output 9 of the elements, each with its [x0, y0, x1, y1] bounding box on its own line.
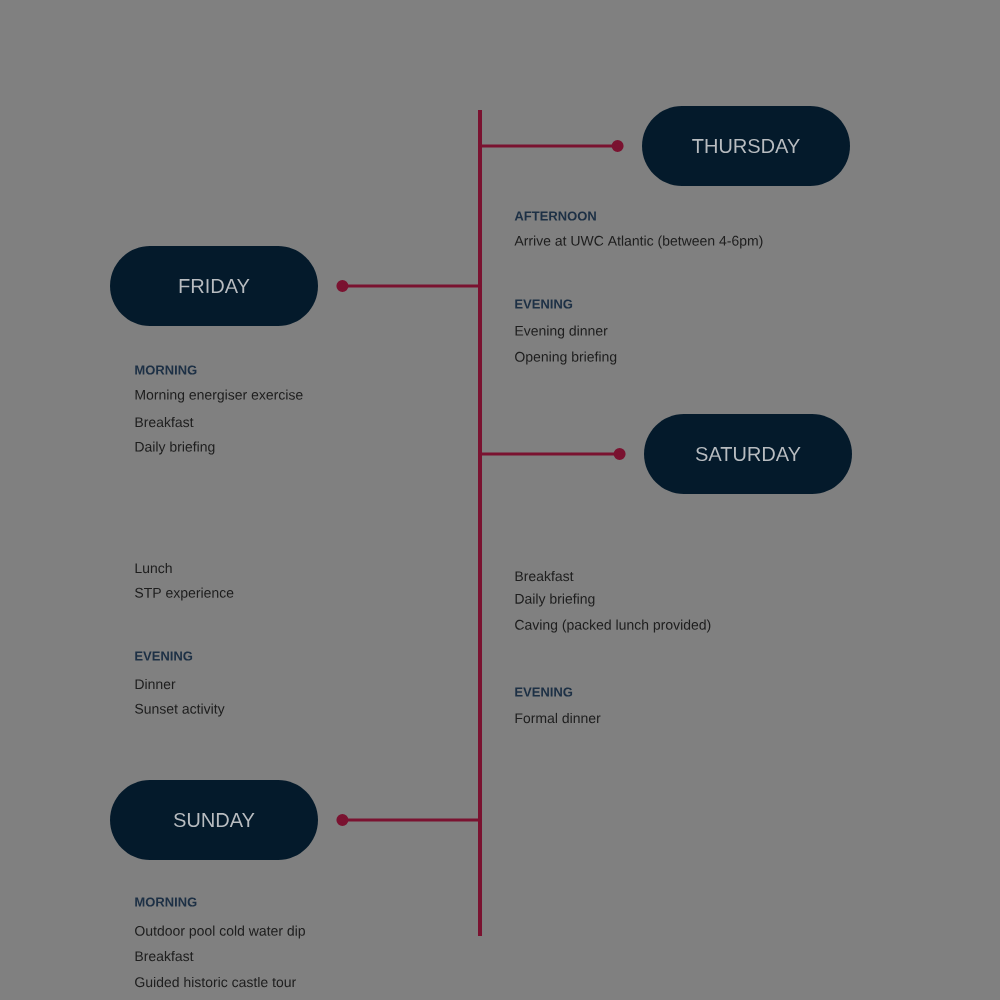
connector-line	[480, 140, 624, 152]
day-pill: THURSDAY	[642, 106, 850, 186]
day-pill: SATURDAY	[644, 414, 852, 494]
connector-line	[336, 814, 480, 826]
timeline-line	[478, 110, 482, 936]
connector-line	[480, 448, 626, 460]
connector-line	[336, 280, 480, 292]
day-pill: FRIDAY	[110, 246, 318, 326]
day-pill: SUNDAY	[110, 780, 318, 860]
